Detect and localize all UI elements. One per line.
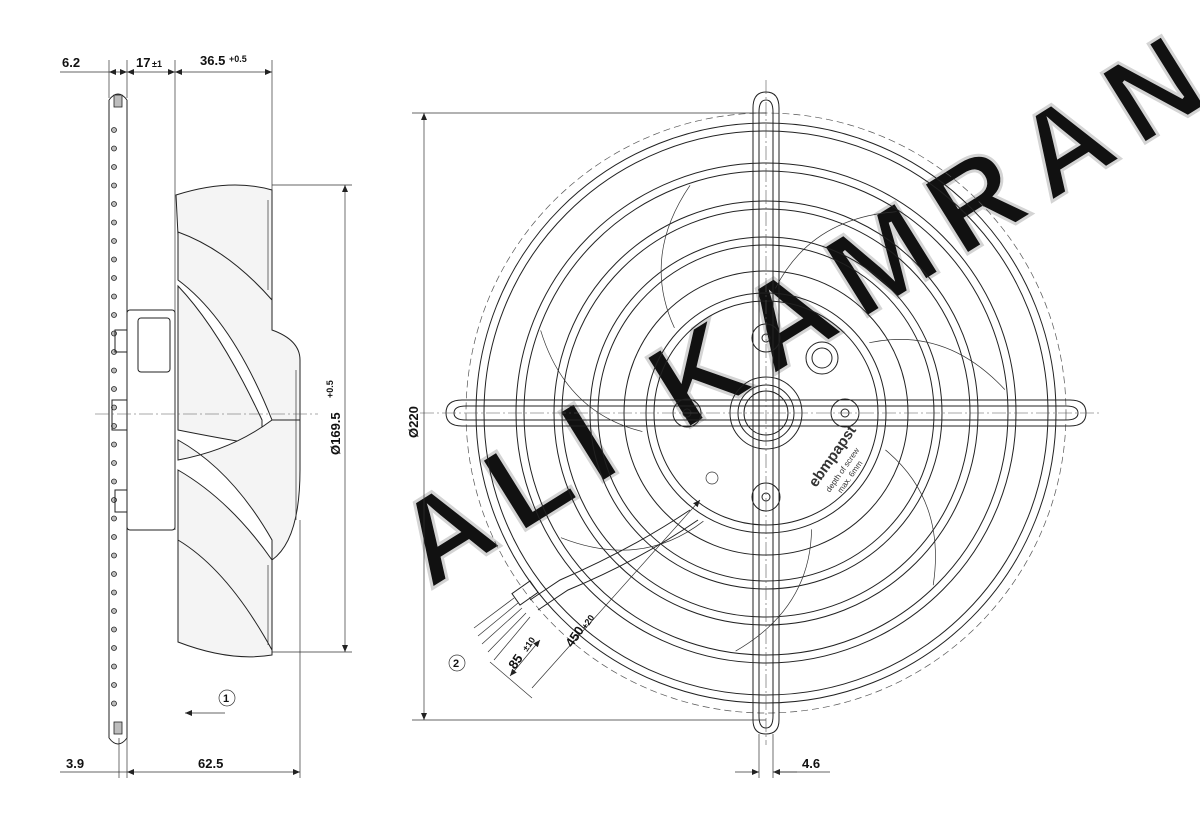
dim-169-5-tol: +0.5: [325, 380, 335, 398]
grille-plate: [108, 93, 128, 745]
impeller-blade-edge: [540, 330, 643, 432]
grille-rivet: [111, 219, 117, 226]
dim-62-5: 62.5: [198, 756, 223, 771]
grille-rivet: [111, 367, 117, 374]
dim-4-6: 4.6: [735, 734, 830, 778]
dim-36-5: 36.5: [200, 53, 225, 68]
marker-2: 2: [448, 654, 466, 672]
dim-36-5-tol: +0.5: [229, 54, 247, 64]
grille-rivet: [111, 589, 117, 596]
impeller-side: [175, 184, 301, 658]
marker-1: 1: [185, 689, 236, 716]
grille-rivet: [111, 700, 117, 707]
front-view: ebmpapst depth of screw max. 6mm 450 +20…: [406, 80, 1100, 778]
guard-cross-bars: [445, 91, 1087, 735]
grille-rivet: [111, 682, 117, 688]
dim-3-9: 3.9: [66, 756, 84, 771]
dim-6-2: 6.2: [62, 55, 80, 70]
dim-17-tol: ±1: [152, 59, 162, 69]
dim-169-5: Ø169.5: [328, 412, 343, 455]
grille-rivet: [111, 460, 117, 466]
impeller-blade-edge: [735, 529, 812, 652]
brand-group: ebmpapst depth of screw max. 6mm: [805, 422, 864, 494]
grille-rivet: [111, 626, 117, 633]
grille-rivet: [111, 182, 117, 189]
dim-450-tol: +20: [579, 613, 596, 631]
impeller-blade-edge: [775, 211, 897, 289]
grille-rivet: [111, 663, 117, 670]
marker-2-label: 2: [453, 658, 459, 670]
dim-85-tol: ±10: [520, 635, 537, 653]
grille-rivet: [111, 275, 117, 281]
grille-rivet: [111, 330, 117, 337]
motor-hub: [111, 309, 176, 531]
side-bottom-dimensions: 3.9 62.5: [60, 520, 301, 778]
dim-85: 85: [505, 651, 526, 671]
grille-rivet: [111, 127, 117, 133]
grille-rivet: [111, 201, 117, 207]
impeller-blade-edge: [560, 520, 704, 551]
grille-rivet: [111, 164, 117, 170]
marker-1-label: 1: [223, 693, 229, 705]
grille-rivet: [111, 312, 117, 318]
grille-rivet: [111, 386, 117, 392]
grille-rivet: [111, 552, 117, 559]
grille-rivet: [111, 645, 117, 651]
grille-rivet: [111, 293, 117, 300]
grille-rivet: [111, 145, 117, 152]
dim-220: Ø220: [406, 406, 421, 438]
grille-rivet: [111, 534, 117, 540]
cable: [473, 509, 699, 661]
side-view: 6.2 17 ±1 36.5 +0.5 Ø169.5 +0.5 3.9 62.5: [60, 53, 352, 778]
grille-rivet: [111, 478, 117, 485]
grille-rivet: [111, 256, 117, 263]
dim-diameter-220: Ø220: [406, 112, 766, 721]
side-top-dimensions: 6.2 17 ±1 36.5 +0.5: [60, 53, 273, 310]
impeller-blade-edge: [869, 339, 1006, 390]
dim-4-6-label: 4.6: [802, 756, 820, 771]
grille-rivet: [111, 571, 117, 577]
dim-wire-length: 85 ±10: [505, 635, 541, 677]
dim-17: 17: [136, 55, 150, 70]
grille-rivet: [111, 441, 117, 448]
grille-rivet: [111, 238, 117, 244]
grille-rivet: [111, 608, 117, 614]
impeller-blade-edge: [660, 185, 691, 329]
grille-rivet: [111, 515, 117, 522]
dim-diameter-169: Ø169.5 +0.5: [272, 184, 352, 653]
grille-rivet: [111, 497, 117, 503]
impeller-blade-edge: [885, 449, 936, 586]
